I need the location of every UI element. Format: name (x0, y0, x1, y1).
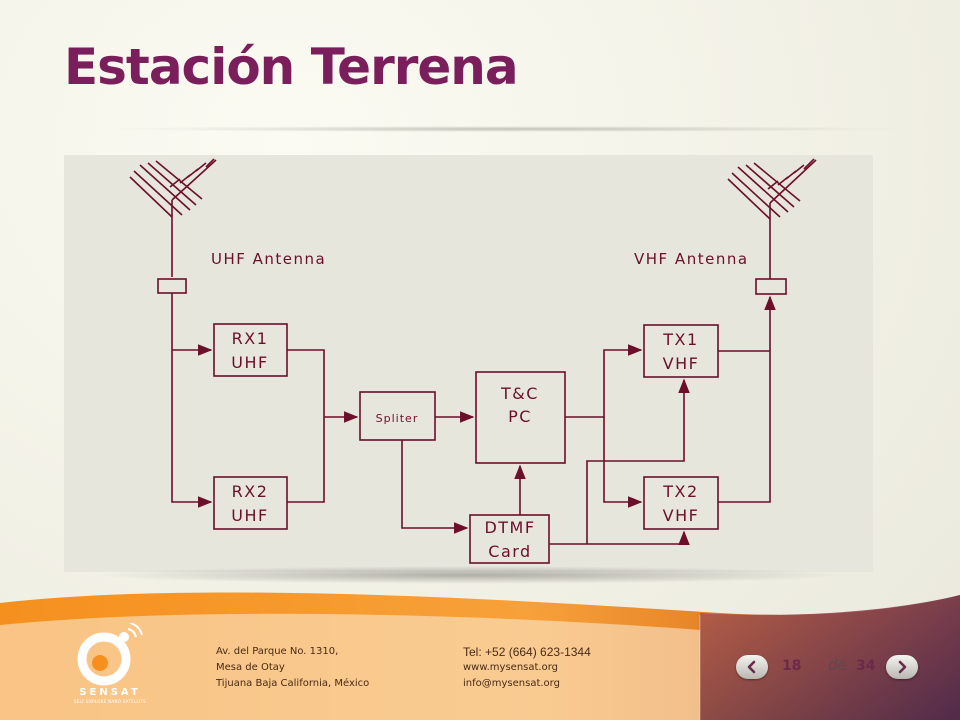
tx2-label: TX2 (662, 482, 698, 501)
rx1-band-label: UHF (231, 353, 268, 372)
vhf-connector (755, 278, 787, 295)
website-link[interactable]: www.mysensat.org (463, 662, 558, 673)
email-link[interactable]: info@mysensat.org (463, 678, 560, 689)
footer-background (0, 592, 960, 720)
splitter-label: Spliter (376, 412, 419, 425)
tx2-band-label: VHF (663, 506, 700, 525)
logo-wordmark: SENSAT (79, 687, 141, 698)
chevron-left-icon (747, 660, 756, 674)
logo-tagline: SELF EXPLORE NANO SATELLITE (73, 699, 147, 704)
address-block: Av. del Parque No. 1310, Mesa de Otay Ti… (216, 644, 369, 692)
vhf-antenna-label: VHF Antenna (634, 250, 749, 268)
tx1-band-label: VHF (663, 354, 700, 373)
address-line: Av. del Parque No. 1310, (216, 646, 339, 657)
phone-number: Tel: +52 (664) 623-1344 (463, 645, 591, 659)
diagram-shadow (90, 566, 850, 584)
total-pages-number: 34 (856, 658, 876, 674)
next-page-button[interactable] (886, 655, 918, 679)
dtmf-label: DTMF (484, 518, 535, 537)
previous-page-button[interactable] (736, 655, 768, 679)
current-page-number: 18 (782, 658, 802, 674)
footer: SENSAT SELF EXPLORE NANO SATELLITE Av. d… (0, 585, 960, 720)
vhf-antenna-icon (727, 158, 817, 279)
block-diagram: UHF Antenna VHF Antenna RX1 UHF RX2 UHF … (64, 155, 873, 572)
address-line: Mesa de Otay (216, 662, 285, 673)
rx2-block (213, 476, 288, 530)
address-line: Tijuana Baja California, México (216, 678, 370, 689)
page-of-label: de (828, 656, 847, 674)
slide-title: Estación Terrena (64, 38, 519, 96)
tc-label: T&C (500, 384, 539, 403)
card-label: Card (488, 542, 531, 561)
title-divider (120, 126, 900, 132)
diagram-svg: UHF Antenna VHF Antenna RX1 UHF RX2 UHF … (129, 158, 817, 564)
splitter-block (359, 391, 436, 441)
tx1-label: TX1 (662, 330, 698, 349)
pc-label: PC (508, 407, 532, 426)
sensat-logo-icon (77, 623, 143, 686)
rx1-label: RX1 (232, 329, 269, 348)
chevron-right-icon (898, 660, 907, 674)
uhf-antenna-icon (129, 158, 217, 277)
uhf-connector (157, 278, 187, 294)
tx2-block (643, 476, 719, 530)
rx2-label: RX2 (232, 482, 269, 501)
uhf-antenna-label: UHF Antenna (211, 250, 326, 268)
rx2-band-label: UHF (231, 506, 268, 525)
dtmf-block (469, 514, 550, 564)
page-navigation: 18 de 34 (736, 653, 926, 683)
contact-block: Tel: +52 (664) 623-1344 www.mysensat.org… (463, 644, 591, 692)
